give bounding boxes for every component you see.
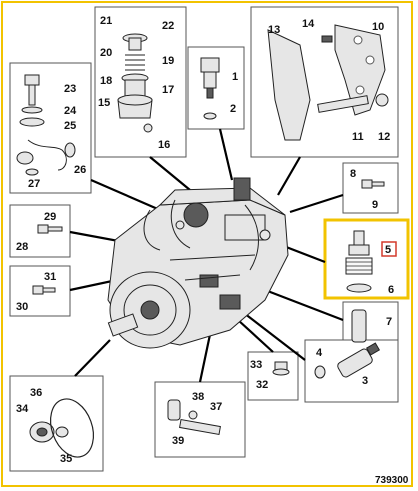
highlight-marker-5 bbox=[381, 241, 397, 257]
callout-17: 17 bbox=[162, 84, 174, 96]
callout-27: 27 bbox=[28, 178, 40, 190]
callout-10: 10 bbox=[372, 21, 384, 33]
callout-3: 3 bbox=[362, 375, 368, 387]
bolt-parts-right bbox=[361, 179, 385, 189]
leader-line bbox=[239, 309, 306, 361]
nut-parts bbox=[272, 361, 290, 376]
callout-34: 34 bbox=[16, 403, 29, 415]
leader-line bbox=[218, 128, 234, 181]
callout-29: 29 bbox=[44, 211, 56, 223]
callout-12: 12 bbox=[378, 131, 390, 143]
callout-2: 2 bbox=[230, 103, 236, 115]
sender-parts bbox=[200, 57, 220, 120]
callout-23: 23 bbox=[64, 83, 76, 95]
callout-8: 8 bbox=[350, 168, 356, 180]
callout-15: 15 bbox=[98, 97, 110, 109]
injection-pump-body bbox=[107, 177, 289, 349]
callout-37: 37 bbox=[210, 401, 222, 413]
detail-box-solenoid bbox=[94, 6, 187, 158]
callout-13: 13 bbox=[268, 24, 280, 36]
callout-7: 7 bbox=[386, 316, 392, 328]
callout-18: 18 bbox=[100, 75, 112, 87]
callout-33: 33 bbox=[250, 359, 262, 371]
callout-35: 35 bbox=[60, 453, 72, 465]
leader-line bbox=[264, 288, 344, 322]
solenoid-parts bbox=[117, 33, 153, 133]
fuel-pipe-parts bbox=[16, 74, 76, 176]
callout-16: 16 bbox=[158, 139, 170, 151]
detail-box-nut bbox=[247, 351, 299, 401]
callout-39: 39 bbox=[172, 435, 184, 447]
bolt-parts-left bbox=[32, 224, 63, 295]
leader-line bbox=[289, 193, 344, 214]
callout-26: 26 bbox=[74, 164, 86, 176]
callout-1: 1 bbox=[232, 71, 238, 83]
callout-28: 28 bbox=[16, 241, 28, 253]
callout-6: 6 bbox=[388, 284, 394, 296]
callout-5: 5 bbox=[385, 244, 391, 256]
callout-30: 30 bbox=[16, 301, 28, 313]
callout-19: 19 bbox=[162, 55, 174, 67]
pulley-nut-parts bbox=[29, 398, 95, 458]
callout-14: 14 bbox=[302, 18, 315, 30]
leader-line bbox=[74, 339, 111, 377]
injector-parts bbox=[314, 342, 381, 379]
callout-32: 32 bbox=[256, 379, 268, 391]
sleeve-part bbox=[351, 309, 367, 343]
callout-4: 4 bbox=[316, 347, 323, 359]
leader-line bbox=[149, 156, 191, 191]
callout-36: 36 bbox=[30, 387, 42, 399]
bracket-parts bbox=[267, 24, 389, 141]
callout-21: 21 bbox=[100, 15, 112, 27]
callout-38: 38 bbox=[192, 391, 204, 403]
leader-line bbox=[277, 156, 301, 196]
leader-line bbox=[90, 178, 161, 212]
eyebolt-parts bbox=[167, 399, 221, 435]
detail-box-fuel-pipe bbox=[9, 62, 92, 194]
detail-box-pulley-nut bbox=[9, 375, 104, 472]
leader-line bbox=[237, 319, 274, 353]
callout-22: 22 bbox=[162, 20, 174, 32]
callout-31: 31 bbox=[44, 271, 56, 283]
diagram-code: 739300 bbox=[375, 475, 409, 486]
callout-20: 20 bbox=[100, 47, 112, 59]
callout-24: 24 bbox=[64, 105, 77, 117]
diagram-frame bbox=[1, 1, 413, 487]
callout-11: 11 bbox=[352, 131, 364, 143]
valve-parts bbox=[345, 230, 373, 293]
callout-9: 9 bbox=[372, 199, 378, 211]
callout-25: 25 bbox=[64, 120, 76, 132]
